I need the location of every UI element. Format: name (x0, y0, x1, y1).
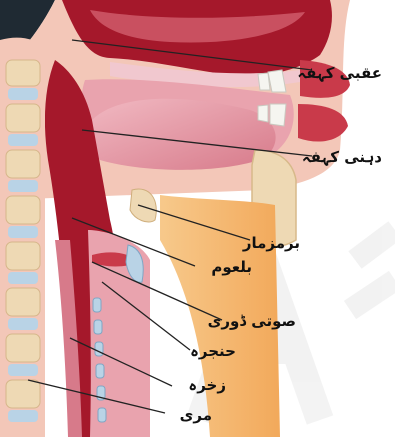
label-trachea: زخرہ (188, 376, 226, 394)
label-pharynx: بلعوم (211, 258, 252, 276)
label-oral-cavity: دہنی کہفہ (302, 148, 382, 167)
label-larynx: حنجرہ (190, 342, 236, 360)
label-vocal-cords: صوتی ڈوری (208, 312, 296, 330)
label-esophagus: مری (180, 406, 212, 424)
spinal-column (0, 38, 45, 437)
label-epiglottis: برمزمار (242, 234, 300, 252)
label-nasopharynx: عقبی کہفہ (297, 64, 382, 83)
